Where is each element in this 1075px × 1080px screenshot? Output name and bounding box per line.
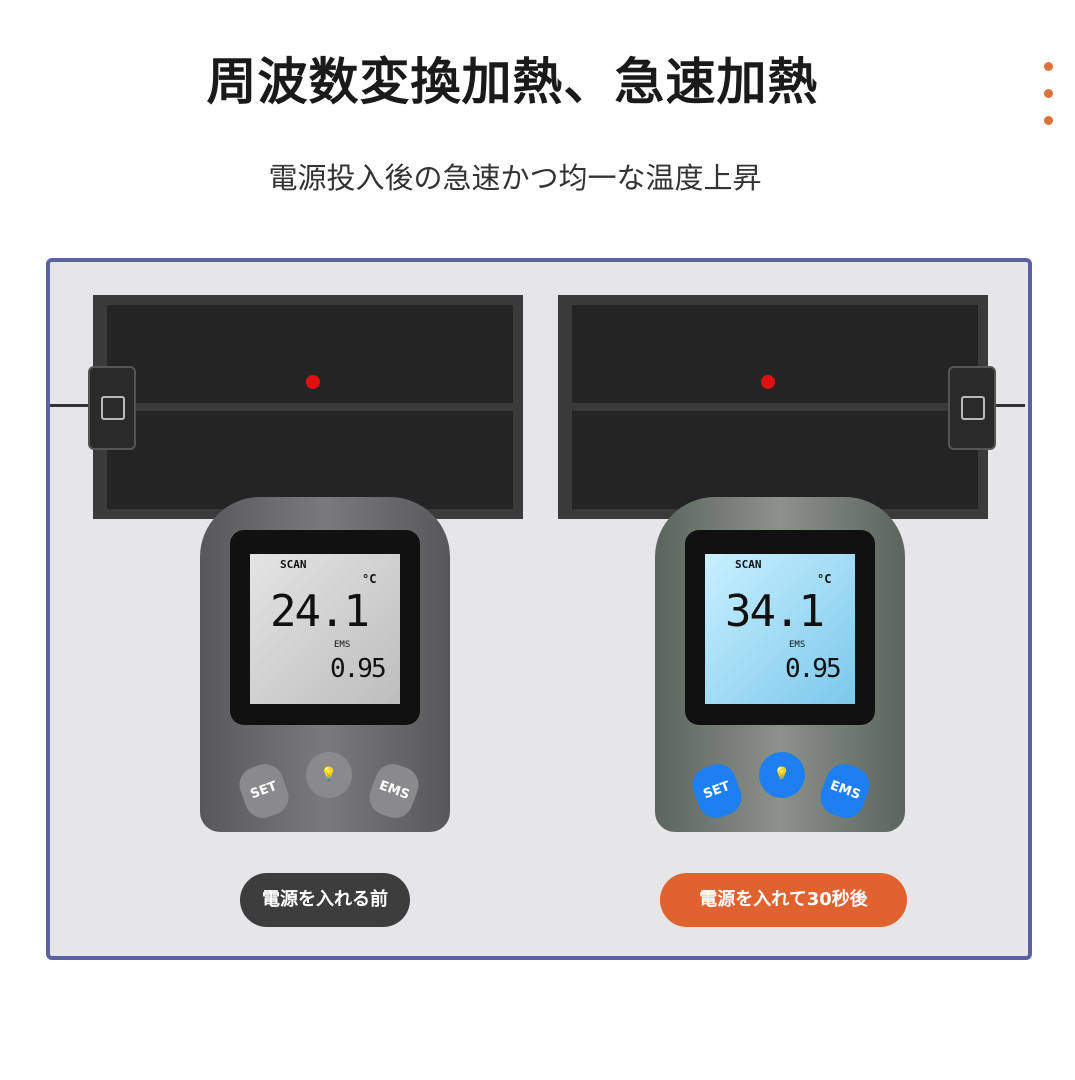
more-dots-icon <box>1044 116 1053 125</box>
connector-plug <box>948 366 996 450</box>
temperature-reading: 34.1 <box>725 586 825 637</box>
heating-pad-before <box>93 295 523 519</box>
laser-dot <box>306 375 320 389</box>
mode-label: SCAN <box>280 558 307 571</box>
unit-label: °C <box>362 572 377 586</box>
more-dots-icon <box>1044 89 1053 98</box>
ems-button[interactable]: EMS <box>364 759 424 823</box>
power-cable <box>988 404 1025 407</box>
laser-dot <box>761 375 775 389</box>
ems-label: EMS <box>334 640 351 650</box>
laser-light-button[interactable]: 💡 <box>306 752 352 798</box>
ems-label: EMS <box>789 640 806 650</box>
temperature-reading: 24.1 <box>270 586 370 637</box>
label-after: 電源を入れて30秒後 <box>660 873 907 927</box>
heating-pad-after <box>558 295 988 519</box>
label-before: 電源を入れる前 <box>240 873 410 927</box>
set-button[interactable]: SET <box>234 759 294 823</box>
more-dots-icon <box>1044 62 1053 71</box>
thermometer-before: SCAN °C 24.1 EMS 0.95 SET 💡 EMS <box>200 497 450 832</box>
laser-light-button[interactable]: 💡 <box>759 752 805 798</box>
ems-button[interactable]: EMS <box>815 759 875 823</box>
page-subtitle: 電源投入後の急速かつ均一な温度上昇 <box>268 161 762 195</box>
mode-label: SCAN <box>735 558 762 571</box>
thermometer-after: SCAN °C 34.1 EMS 0.95 SET 💡 EMS <box>655 497 905 832</box>
set-button[interactable]: SET <box>687 759 747 823</box>
lcd-display: SCAN °C 24.1 EMS 0.95 <box>250 554 400 704</box>
power-cable <box>50 404 95 407</box>
page-title: 周波数変換加熱、急速加熱 <box>206 53 819 111</box>
unit-label: °C <box>817 572 832 586</box>
connector-plug <box>88 366 136 450</box>
lcd-display: SCAN °C 34.1 EMS 0.95 <box>705 554 855 704</box>
emissivity-value: 0.95 <box>785 654 842 684</box>
emissivity-value: 0.95 <box>330 654 387 684</box>
